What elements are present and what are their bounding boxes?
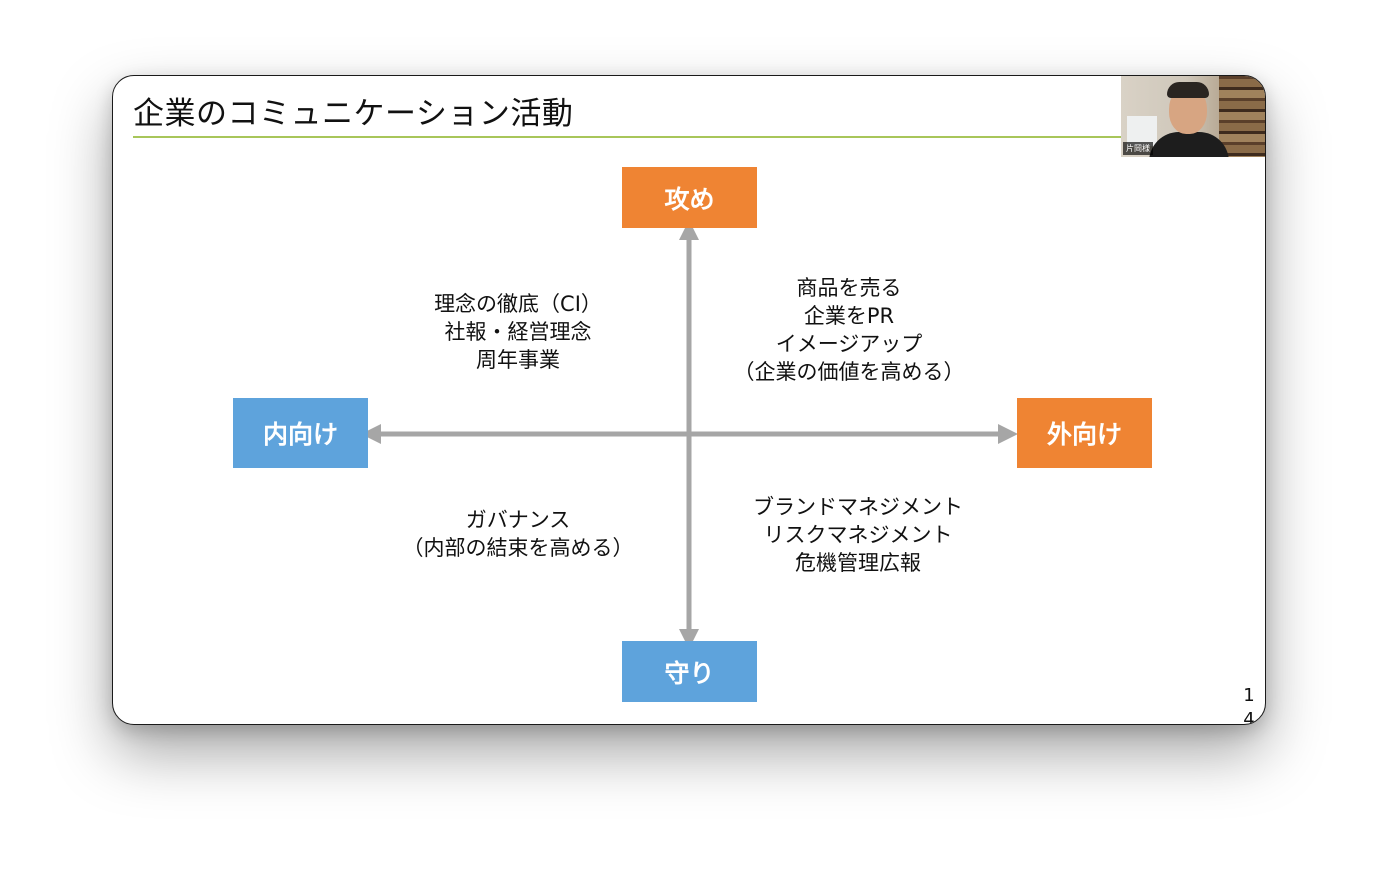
page-number: 1 4	[1243, 684, 1255, 725]
page-number-digit: 1	[1243, 685, 1255, 706]
quadrant-bottom-left: ガバナンス （内部の結束を高める）	[383, 506, 653, 562]
webcam-bookshelf	[1219, 76, 1265, 157]
webcam-thumbnail[interactable]: 片岡様	[1121, 76, 1265, 157]
quadrant-top-left: 理念の徹底（CI） 社報・経営理念 周年事業	[393, 290, 643, 374]
quadrant-text: 理念の徹底（CI）	[434, 292, 602, 316]
webcam-person-hair	[1167, 82, 1209, 98]
slide-title: 企業のコミュニケーション活動	[133, 96, 574, 132]
axis-label-internal: 内向け	[233, 398, 368, 468]
page-number-digit: 4	[1243, 709, 1255, 725]
quadrant-text: イメージアップ	[775, 332, 923, 356]
axes-svg	[361, 220, 1018, 649]
axis-label-offense: 攻め	[622, 167, 757, 228]
quadrant-text: リスクマネジメント	[763, 523, 953, 547]
quadrant-top-right: 商品を売る 企業をPR イメージアップ （企業の価値を高める）	[709, 274, 989, 386]
axis-label-external: 外向け	[1017, 398, 1152, 468]
quadrant-text: （企業の価値を高める）	[733, 360, 965, 384]
title-underline	[133, 136, 1265, 138]
quadrant-text: （内部の結束を高める）	[402, 536, 634, 560]
quadrant-text: 危機管理広報	[795, 551, 921, 575]
axis-label-defense: 守り	[622, 641, 757, 702]
quadrant-text: 企業をPR	[803, 304, 895, 328]
quadrant-text: 周年事業	[476, 348, 560, 372]
webcam-background-window	[1127, 116, 1157, 146]
webcam-person-body	[1149, 132, 1229, 157]
webcam-name-tag: 片岡様	[1123, 142, 1153, 155]
quadrant-text: ブランドマネジメント	[753, 495, 963, 519]
quadrant-text: ガバナンス	[465, 508, 571, 532]
quadrant-text: 商品を売る	[796, 276, 902, 300]
quadrant-bottom-right: ブランドマネジメント リスクマネジメント 危機管理広報	[713, 493, 1003, 577]
slide-window: 企業のコミュニケーション活動 攻め 守り 内向け 外向け 理念の徹底（CI） 社…	[112, 75, 1266, 725]
quadrant-text: 社報・経営理念	[444, 320, 592, 344]
quadrant-diagram: 攻め 守り 内向け 外向け 理念の徹底（CI） 社報・経営理念 周年事業 商品を…	[113, 76, 1265, 724]
